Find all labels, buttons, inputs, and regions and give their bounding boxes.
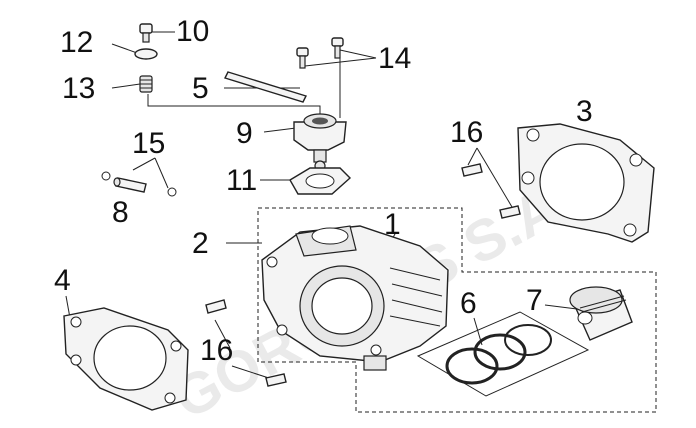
tensioner-part-9 [293,113,347,172]
callout-9: 9 [236,117,253,150]
callout-labels: 10 12 13 5 14 9 11 15 8 2 1 16 3 4 16 6 … [54,15,593,367]
clips-part-15 [101,171,177,197]
gasket-part-11 [289,167,352,195]
head-gasket-part-3 [517,123,655,243]
washer-part-12 [134,48,158,60]
bolt-part-10 [139,23,153,43]
callout-6: 6 [460,287,477,320]
pin-part-8 [113,177,147,193]
group-outline [257,207,657,413]
callout-16-top: 16 [450,116,483,149]
base-gasket-part-4 [63,307,189,411]
callout-11: 11 [226,164,257,197]
callout-15: 15 [132,127,165,160]
callout-13: 13 [62,72,95,105]
callout-3: 3 [576,95,593,128]
callout-1: 1 [384,208,401,241]
bolts-part-14 [296,37,344,69]
callout-12: 12 [60,26,93,59]
callout-10: 10 [176,15,209,48]
cylinder-part-1 [261,225,449,371]
piston-rings-part-6 [416,311,590,397]
piston-part-7 [569,286,633,341]
strip-gasket-part-5 [224,71,307,103]
dowels-part-16 [205,163,521,387]
callout-16-bottom: 16 [200,334,233,367]
callout-5: 5 [192,72,209,105]
callout-14: 14 [378,42,411,75]
callout-4: 4 [54,264,71,297]
spring-part-13 [139,75,153,93]
callout-8: 8 [112,196,129,229]
callout-7: 7 [526,284,543,317]
callout-2: 2 [192,227,209,260]
